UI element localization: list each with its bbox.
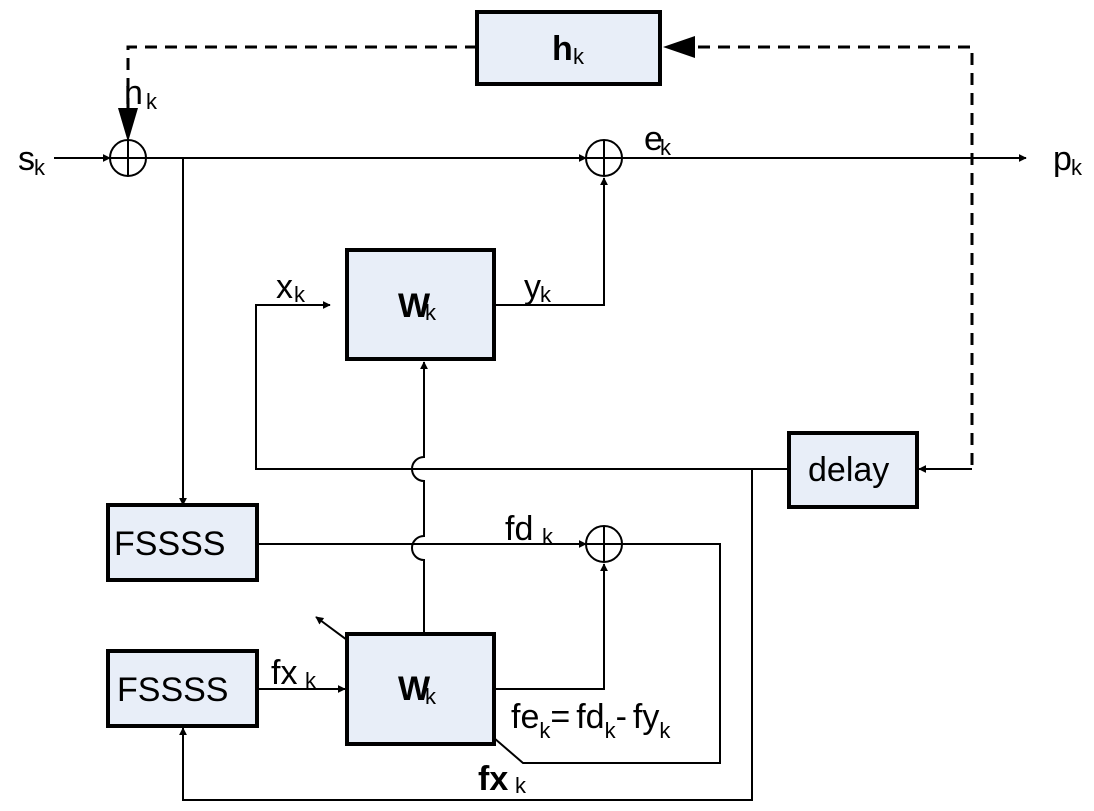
equation-eq: = <box>550 698 570 736</box>
label-fx-subscript: k <box>305 668 317 693</box>
w-bottom-block <box>345 632 496 746</box>
wire-weight-update <box>411 361 428 634</box>
h-block-label: h <box>552 30 573 68</box>
sum-junction-2 <box>585 139 623 177</box>
fsssss-top-label: FSSSS <box>114 525 225 563</box>
equation-fy-subscript: k <box>659 718 671 743</box>
wire-fy <box>494 563 608 690</box>
wire-x-loop <box>255 301 789 470</box>
equation-fd-subscript: k <box>605 718 617 743</box>
w-top-block <box>345 248 496 361</box>
label-p-subscript: k <box>1071 155 1083 180</box>
label-x-subscript: k <box>294 282 306 307</box>
equation: fek=fdk-fyk <box>511 698 671 743</box>
label-s: s <box>18 140 35 178</box>
wire-y-out <box>494 177 608 306</box>
label-n: n <box>124 74 143 112</box>
label-fx: fx <box>271 654 297 692</box>
fsssss-bottom-block <box>106 649 259 728</box>
equation-fe-subscript: k <box>539 718 551 743</box>
label-x: x <box>276 268 293 306</box>
equation-fd: fd <box>576 698 604 736</box>
label-fd-subscript: k <box>542 524 554 549</box>
fsssss-top-block <box>106 503 259 582</box>
adaptation-arrow <box>315 616 348 641</box>
delay-block <box>787 431 919 509</box>
label-p: p <box>1053 140 1072 178</box>
fsssss-bottom-label: FSSSS <box>117 671 228 709</box>
w-top-label: W <box>398 287 431 325</box>
equation-minus: - <box>616 698 627 736</box>
label-s-subscript: k <box>34 155 46 180</box>
label-fd: fd <box>505 510 533 548</box>
w-top-subscript: k <box>425 300 437 325</box>
w-bottom-subscript: k <box>425 684 437 709</box>
wire-fe <box>493 543 721 764</box>
arrow-into-sum1 <box>118 108 138 142</box>
label-fx-bottom-subscript: k <box>515 773 527 798</box>
h-block <box>475 10 662 86</box>
label-y-subscript: k <box>540 282 552 307</box>
label-e: e <box>644 120 663 158</box>
arrow-into-h <box>663 36 695 58</box>
label-fx-bottom: fx <box>478 760 508 798</box>
label-e-subscript: k <box>660 135 672 160</box>
wire-fx-loop <box>179 469 753 801</box>
delay-label: delay <box>808 451 889 489</box>
equation-fe: fe <box>511 698 539 736</box>
sum-junction-3 <box>585 525 623 563</box>
equation-fy: fy <box>633 698 659 736</box>
h-block-subscript: k <box>573 44 585 69</box>
label-n-subscript: k <box>146 89 158 114</box>
feedback-dashed-right <box>695 45 974 465</box>
feedback-dashed-left <box>126 45 477 130</box>
w-bottom-label: W <box>398 670 431 708</box>
sum-junction-1 <box>109 139 147 177</box>
label-y: y <box>524 268 541 306</box>
